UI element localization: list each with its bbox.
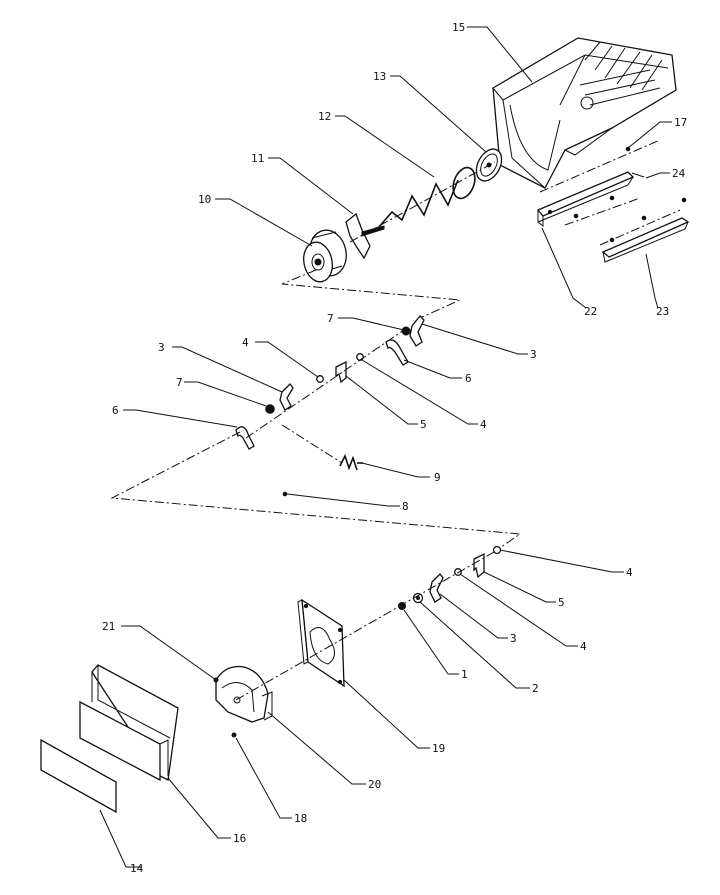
label-23: 23 [656,305,669,318]
label-4b: 4 [480,418,487,431]
part-18-screw [231,732,237,738]
part-7-nut-mid [265,404,275,414]
label-4a: 4 [242,336,249,349]
label-9: 9 [434,471,441,484]
part-3-bracket-low [429,573,444,603]
centerline-lower [235,551,495,701]
label-5b: 5 [558,596,565,609]
part-22-rail [536,171,635,228]
label-1: 1 [461,668,468,681]
centerline-mid-branch [281,424,343,464]
centerline-mid-to-lower [110,431,522,553]
label-14: 14 [130,862,144,875]
label-4d: 4 [580,640,587,653]
label-11: 11 [251,152,264,165]
part-labels: 15 13 12 11 10 17 24 22 23 7 3 4 3 6 7 5… [102,21,687,875]
part-19-mounting-plate [297,598,345,688]
label-10: 10 [198,193,211,206]
label-12: 12 [318,110,331,123]
label-19: 19 [432,742,445,755]
part-20-chute-housing [215,665,273,723]
part-6-lever-left [235,426,255,450]
part-5-link-low [473,552,485,579]
centerline-rails [564,197,681,246]
label-17: 17 [674,116,687,129]
centerline-mid-shaft [245,329,405,439]
centerline-drum-down [281,269,462,319]
label-3b: 3 [158,341,165,354]
label-8: 8 [402,500,409,513]
part-4-washer-mid-b [356,353,364,361]
small-screws-upper [573,146,687,243]
part-4-washer-mid-a [316,375,324,383]
part-9-spring [339,453,363,471]
part-6-lever-right [385,339,409,366]
part-4-washer-low-b [454,568,462,576]
label-15: 15 [452,21,465,34]
part-8-pin [282,491,288,497]
label-3a: 3 [530,348,537,361]
label-18: 18 [294,812,307,825]
part-10-motor-drum [303,229,347,283]
part-14-pad [40,738,117,814]
centerline-bucket-rails [539,139,661,193]
label-7b: 7 [176,376,183,389]
part-2-gear [412,592,424,604]
label-16: 16 [233,832,246,845]
part-3-bracket-mid [279,383,294,411]
leader-lines [99,26,672,868]
label-6a: 6 [465,372,472,385]
label-4c: 4 [626,566,633,579]
label-13: 13 [373,70,386,83]
label-7a: 7 [327,312,334,325]
label-22: 22 [584,305,597,318]
label-5a: 5 [420,418,427,431]
centerline-upper [349,161,496,243]
part-12-auger-spring [377,166,476,229]
label-2: 2 [532,682,539,695]
part-11-auger-blade [345,212,385,260]
label-3c: 3 [510,632,517,645]
label-21: 21 [102,620,115,633]
part-3-bracket-upper [409,315,425,347]
part-5-link-mid [335,360,347,384]
part-15-ice-bucket [492,37,677,189]
part-4-washer-low-a [492,545,502,555]
part-24-screw [631,172,645,178]
part-16-housing [79,664,179,782]
label-20: 20 [368,778,381,791]
part-23-rail [601,217,690,263]
label-6b: 6 [112,404,119,417]
label-24: 24 [672,167,686,180]
